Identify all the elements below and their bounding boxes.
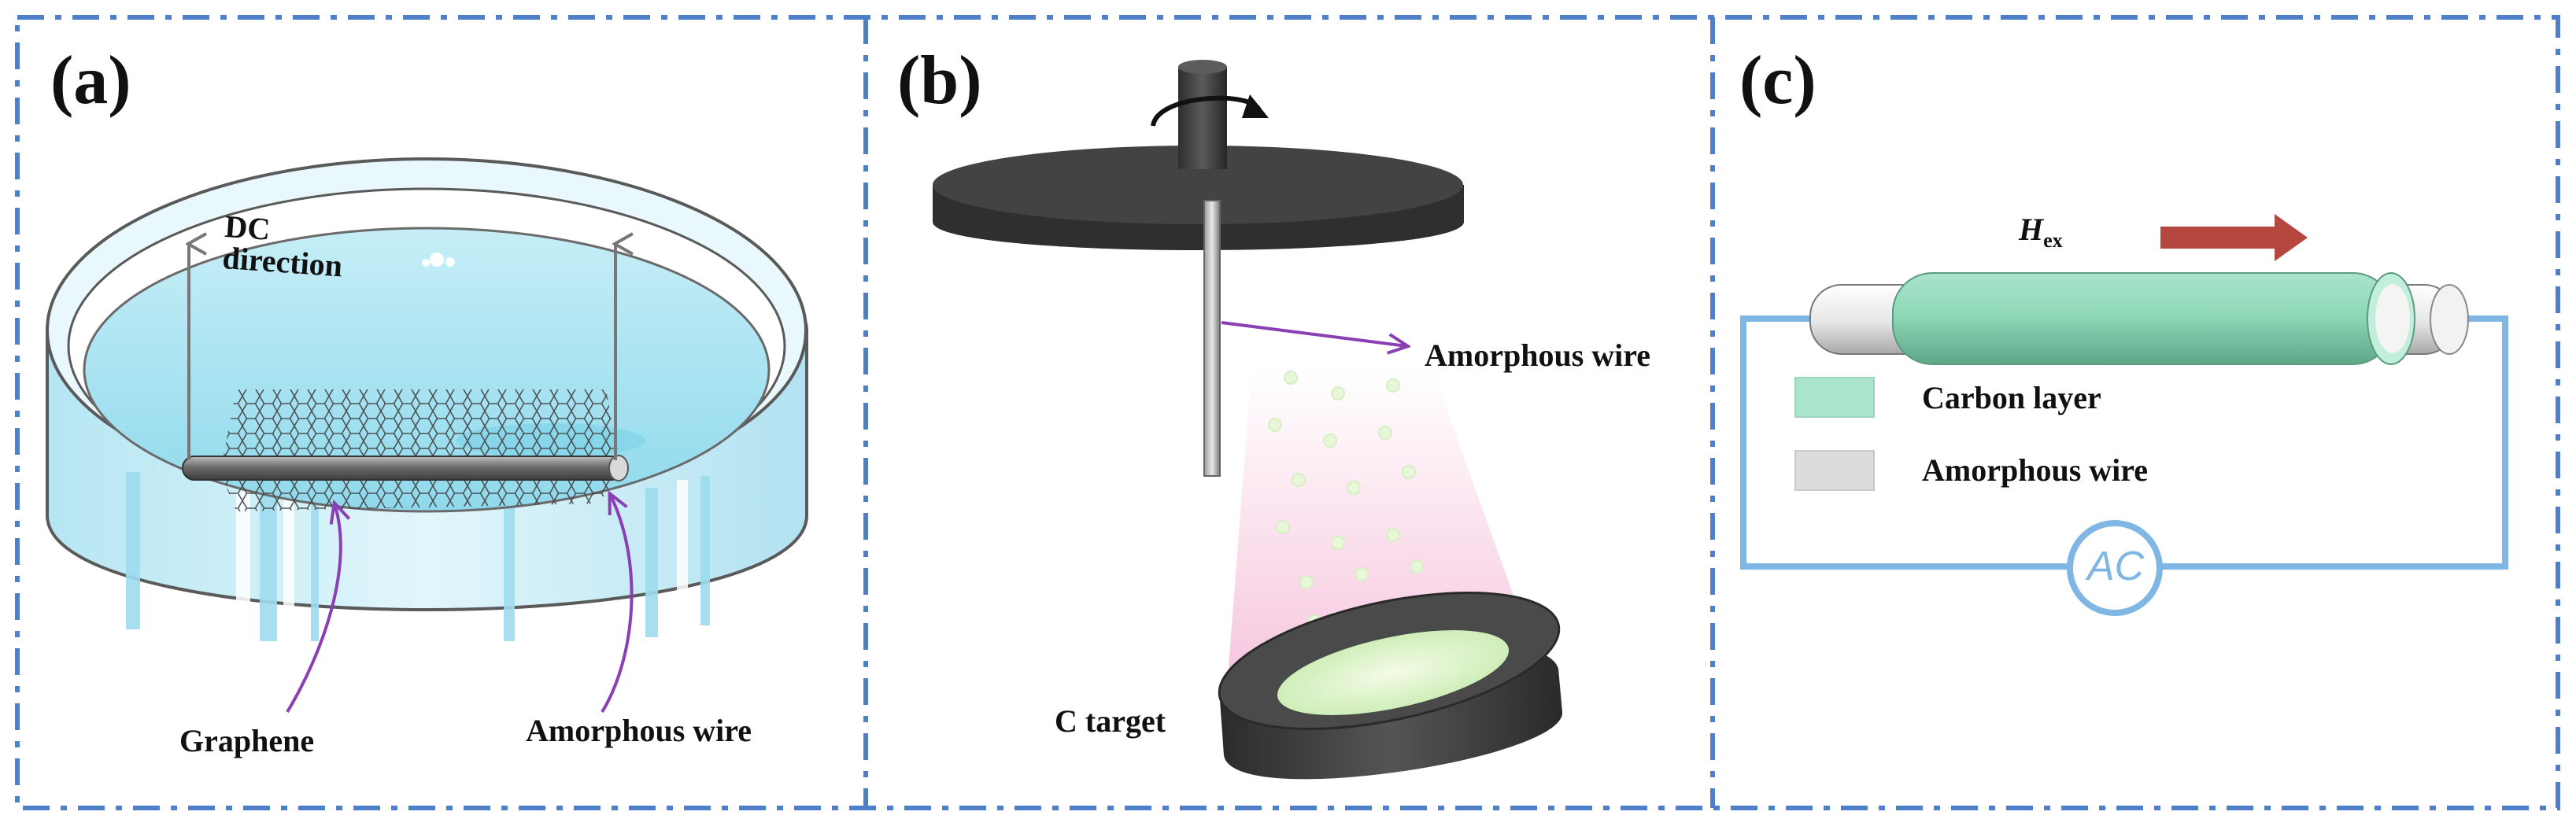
carbon-particle (1299, 575, 1314, 589)
panel-b (933, 60, 1563, 780)
disk-shaft (1178, 67, 1227, 169)
graphene-pointer (286, 504, 341, 714)
target-surface (1277, 630, 1510, 715)
field-arrow (2160, 214, 2308, 261)
carbon-particle (1284, 371, 1298, 385)
amorphous-wire-a (182, 456, 624, 481)
graphene-sheet (220, 389, 622, 511)
panel-b-letter: (b) (897, 42, 982, 119)
ac-source-label: AC (2087, 544, 2145, 589)
dc-direction-label: DC direction (221, 208, 346, 284)
ac-source (2067, 520, 2163, 616)
carbon-particle (1402, 465, 1416, 479)
amorphous-wire-b (1203, 200, 1221, 477)
carbon-particle (1386, 528, 1400, 542)
carbon-particle (1331, 536, 1345, 550)
c-target-label: C target (1055, 703, 1166, 739)
carbon-layer (1892, 272, 2393, 365)
carbon-particle (1410, 559, 1424, 574)
carbon-particle (1323, 433, 1337, 448)
carbon-particle (1331, 386, 1345, 400)
legend-swatch-wire (1794, 450, 1875, 491)
carbon-particle (1386, 378, 1400, 393)
carbon-particle (1347, 481, 1361, 495)
wire-pointer-a (601, 494, 634, 714)
wire-pointer-b (1221, 321, 1407, 346)
graphene-label: Graphene (179, 723, 315, 758)
carbon-particle (1268, 418, 1282, 432)
panel-a (46, 157, 808, 714)
carbon-particle (1276, 520, 1290, 534)
panel-a-letter: (a) (50, 42, 131, 119)
hex-symbol: H (2019, 212, 2044, 247)
hex-subscript: ex (2043, 229, 2063, 252)
ac-circuit (1740, 315, 2508, 570)
amorphous-wire-label-b: Amorphous wire (1425, 338, 1651, 373)
carbon-particle (1292, 473, 1306, 487)
legend-swatch-carbon (1794, 377, 1875, 418)
amorphous-wire-label-a: Amorphous wire (526, 713, 752, 748)
carbon-particle (1355, 567, 1369, 581)
legend-label-wire: Amorphous wire (1922, 452, 2149, 488)
hex-field-label: Hex (2019, 211, 2063, 253)
legend-label-carbon: Carbon layer (1922, 380, 2101, 415)
panel-c (1740, 214, 2508, 616)
panel-frame (15, 15, 2560, 810)
carbon-particle (1378, 426, 1392, 440)
dc-direction-line2: direction (221, 239, 344, 284)
panel-c-letter: (c) (1739, 42, 1817, 119)
